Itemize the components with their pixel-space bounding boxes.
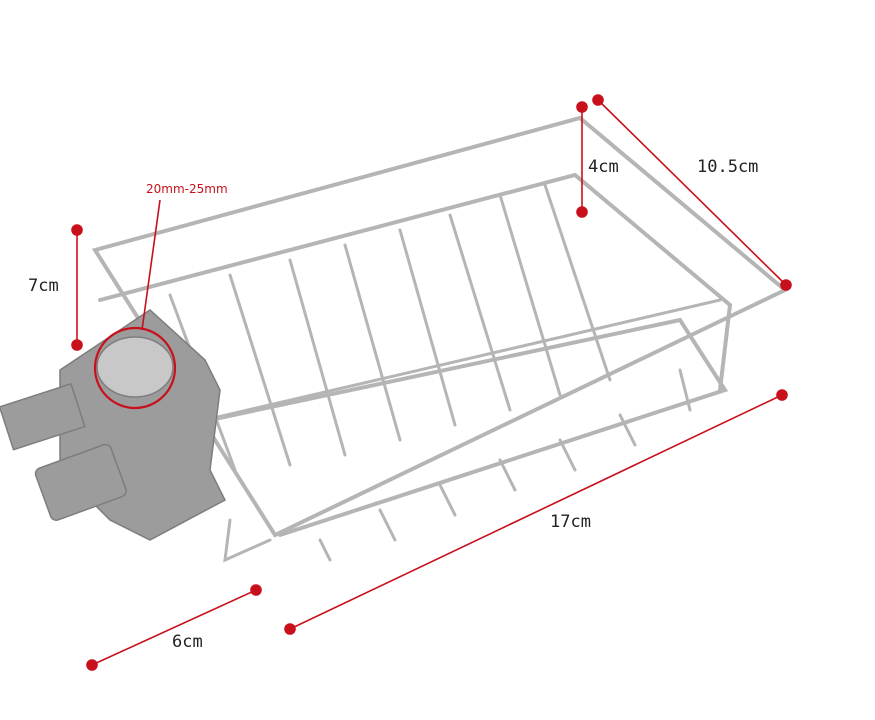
clamp-length-label: 6cm (172, 632, 203, 652)
depth-label: 4cm (588, 157, 619, 177)
wire-basket (91, 115, 789, 563)
height-label: 7cm (28, 276, 59, 296)
width-label: 10.5cm (697, 157, 759, 177)
faucet-clamp (0, 309, 226, 541)
length-label: 17cm (550, 512, 591, 532)
clamp-diameter-label: 20mm-25mm (146, 182, 228, 196)
dimension-annotations (71, 94, 792, 671)
basket-ribs (168, 183, 692, 562)
clamp-diameter-circle (93, 326, 177, 410)
